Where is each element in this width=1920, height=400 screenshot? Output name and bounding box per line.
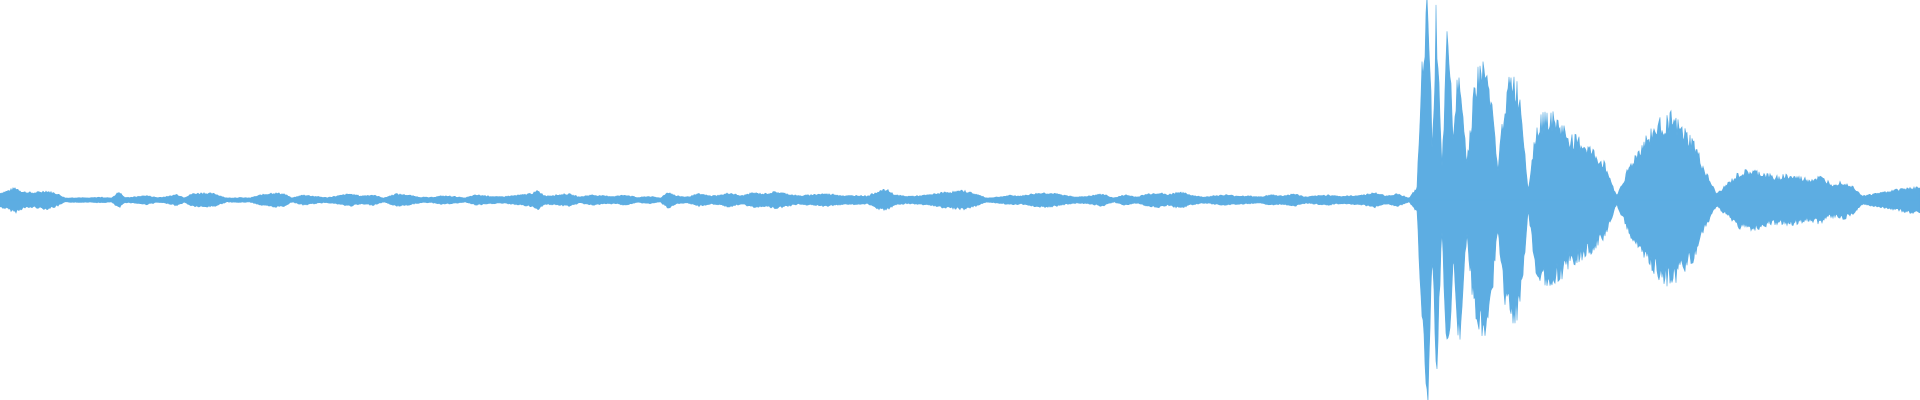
audio-waveform[interactable] [0,0,1920,400]
waveform-graph[interactable] [0,0,1920,400]
